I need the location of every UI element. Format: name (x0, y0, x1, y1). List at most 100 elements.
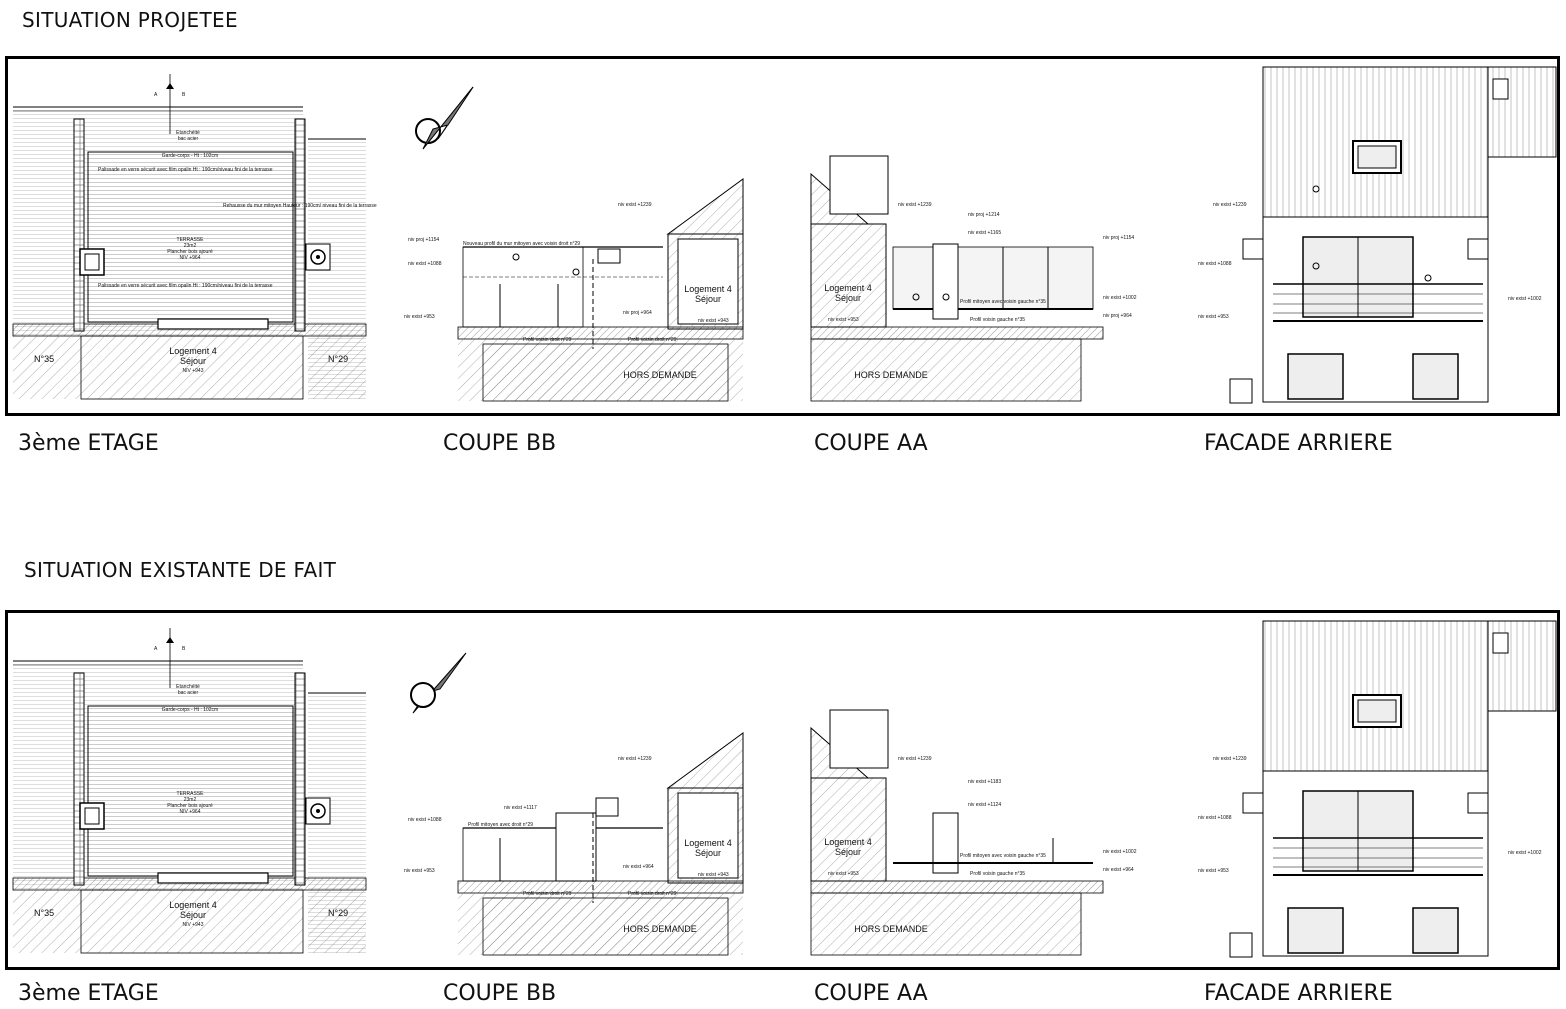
facade-level-2: niv exist +1088 (1198, 815, 1232, 821)
aa-note-profil: Profil mitoyen avec voisin gauche n°35 (960, 853, 1046, 859)
bb-level-5: niv exist +964 (623, 864, 654, 870)
caption-coupe-bb: COUPE BB (443, 981, 557, 1006)
plan-room-name: Logement 4 (169, 346, 217, 356)
caption-coupe-aa: COUPE AA (814, 981, 928, 1006)
bb-level-6: niv exist +943 (698, 318, 729, 324)
plan-room-level: NIV +943 (183, 368, 204, 374)
drawing-panel-projected: A B Etanchéité bac acier Garde-corps - H… (5, 56, 1560, 416)
bb-level-2: niv proj +1154 (408, 237, 439, 243)
plan-terrace-level: NIV +964 (180, 809, 201, 815)
bb-hors-demande: HORS DEMANDE (623, 924, 697, 934)
bb-note-bottom-right: Profil voisin droit n°29 (628, 337, 677, 343)
section-title: SITUATION PROJETEE (22, 8, 238, 32)
bb-room-sub: Séjour (695, 294, 721, 304)
aa-note-profil2: Profil voisin gauche n°35 (970, 317, 1025, 323)
plan-note-palissade-top: Palissade en verre sécurit avec film opa… (98, 167, 273, 173)
aa-level-4: niv proj +1154 (1103, 235, 1134, 241)
caption-plan: 3ème ETAGE (18, 431, 159, 456)
plan-terrace-title: TERRASSE (177, 237, 205, 243)
north-arrow-icon (410, 652, 467, 714)
drawing-sheet: A B Etanchéité bac acier Garde-corps - H… (12, 66, 1557, 404)
bb-level-4: niv exist +953 (404, 868, 435, 874)
aa-level-1: niv exist +1239 (898, 202, 932, 208)
facade-level-4: niv exist +1002 (1508, 296, 1542, 302)
plan-note-garde-corps: Garde-corps - Ht : 102cm (162, 153, 218, 159)
plan-room-sub: Séjour (180, 910, 206, 920)
bb-level-1: niv exist +1239 (618, 756, 652, 762)
plan-terrace-floor: Plancher bois ajouré (167, 803, 213, 809)
caption-facade: FACADE ARRIERE (1204, 431, 1393, 456)
caption-plan: 3ème ETAGE (18, 981, 159, 1006)
bb-note-bottom-left: Profil voisin droit n°29 (523, 891, 572, 897)
bb-level-1: niv exist +1239 (618, 202, 652, 208)
section-aa: niv exist +1239 niv proj +1214 niv exist… (810, 155, 1137, 402)
aa-room-name: Logement 4 (824, 837, 872, 847)
bb-level-4: niv exist +953 (404, 314, 435, 320)
bb-room-sub: Séjour (695, 848, 721, 858)
plan-terrace-area: 23m2 (184, 243, 197, 249)
caption-coupe-aa: COUPE AA (814, 431, 928, 456)
bb-hors-demande: HORS DEMANDE (623, 370, 697, 380)
north-arrow-icon (415, 86, 474, 150)
facade-level-3: niv exist +953 (1198, 314, 1229, 320)
bb-level-5: niv proj +964 (623, 310, 652, 316)
section-bb: niv exist +1239 niv exist +1117 niv exis… (404, 732, 744, 956)
bb-room-name: Logement 4 (684, 838, 732, 848)
bb-level-2: niv exist +1117 (504, 805, 537, 811)
floor-plan: A B Etanchéité bac acier Garde-corps - H… (12, 74, 377, 400)
aa-hors-demande: HORS DEMANDE (854, 370, 928, 380)
plan-terrace-floor: Plancher bois ajouré (167, 249, 213, 255)
plan-marker-a: A (154, 646, 158, 652)
plan-neighbor-right: N°29 (328, 354, 348, 364)
rear-facade: niv exist +1239 niv exist +1088 niv exis… (1198, 620, 1557, 958)
plan-note-garde-corps: Garde-corps - Ht : 102cm (162, 707, 218, 713)
aa-level-7: niv proj +964 (1103, 313, 1132, 319)
aa-room-sub: Séjour (835, 293, 861, 303)
aa-level-5: niv exist +953 (828, 871, 859, 877)
aa-hors-demande: HORS DEMANDE (854, 924, 928, 934)
bb-note-top: Profil mitoyen avec droit n°29 (468, 822, 533, 828)
facade-level-3: niv exist +953 (1198, 868, 1229, 874)
facade-level-4: niv exist +1002 (1508, 850, 1542, 856)
drawing-panel-existing: A B Etanchéité bac acier Garde-corps - H… (5, 610, 1560, 970)
aa-level-6: niv exist +964 (1103, 867, 1134, 873)
caption-coupe-bb: COUPE BB (443, 431, 557, 456)
bb-level-3: niv exist +1088 (408, 817, 442, 823)
aa-level-3: niv exist +1124 (968, 802, 1001, 808)
plan-room-level: NIV +943 (183, 922, 204, 928)
section-aa: niv exist +1239 niv exist +1183 niv exis… (810, 709, 1137, 956)
aa-room-sub: Séjour (835, 847, 861, 857)
plan-note-toiture: bac acier (178, 136, 199, 142)
bb-level-6: niv exist +943 (698, 872, 729, 878)
plan-neighbor-right: N°29 (328, 908, 348, 918)
plan-marker-b: B (182, 92, 186, 98)
plan-terrace-area: 23m2 (184, 797, 197, 803)
plan-note-etancheite: Etanchéité (176, 130, 200, 136)
plan-marker-b: B (182, 646, 186, 652)
plan-marker-a: A (154, 92, 158, 98)
aa-level-4: niv exist +1002 (1103, 849, 1137, 855)
bb-note-bottom-right: Profil voisin droit n°29 (628, 891, 677, 897)
bb-level-3: niv exist +1088 (408, 261, 442, 267)
aa-note-profil: Profil mitoyen avec voisin gauche n°35 (960, 299, 1046, 305)
aa-level-5: niv exist +1002 (1103, 295, 1137, 301)
bb-room-name: Logement 4 (684, 284, 732, 294)
section-title: SITUATION EXISTANTE DE FAIT (24, 558, 337, 582)
aa-level-2: niv proj +1214 (968, 212, 1000, 218)
plan-note-rehausse: Rehausse du mur mitoyen Hauteur : 190cm/… (223, 203, 377, 209)
section-bb: niv exist +1239 niv proj +1154 niv exist… (404, 178, 744, 402)
plan-neighbor-left: N°35 (34, 908, 54, 918)
aa-room-name: Logement 4 (824, 283, 872, 293)
plan-note-etancheite: Etanchéité (176, 684, 200, 690)
plan-terrace-title: TERRASSE (177, 791, 205, 797)
plan-room-sub: Séjour (180, 356, 206, 366)
plan-room-name: Logement 4 (169, 900, 217, 910)
aa-level-3: niv exist +1165 (968, 230, 1001, 236)
plan-note-palissade-bottom: Palissade en verre sécurit avec film opa… (98, 283, 273, 289)
caption-facade: FACADE ARRIERE (1204, 981, 1393, 1006)
facade-level-1: niv exist +1239 (1213, 756, 1247, 762)
facade-level-1: niv exist +1239 (1213, 202, 1247, 208)
bb-note-bottom-left: Profil voisin droit n°29 (523, 337, 572, 343)
rear-facade: niv exist +1239 niv exist +1088 niv exis… (1198, 66, 1557, 404)
aa-level-1: niv exist +1239 (898, 756, 932, 762)
